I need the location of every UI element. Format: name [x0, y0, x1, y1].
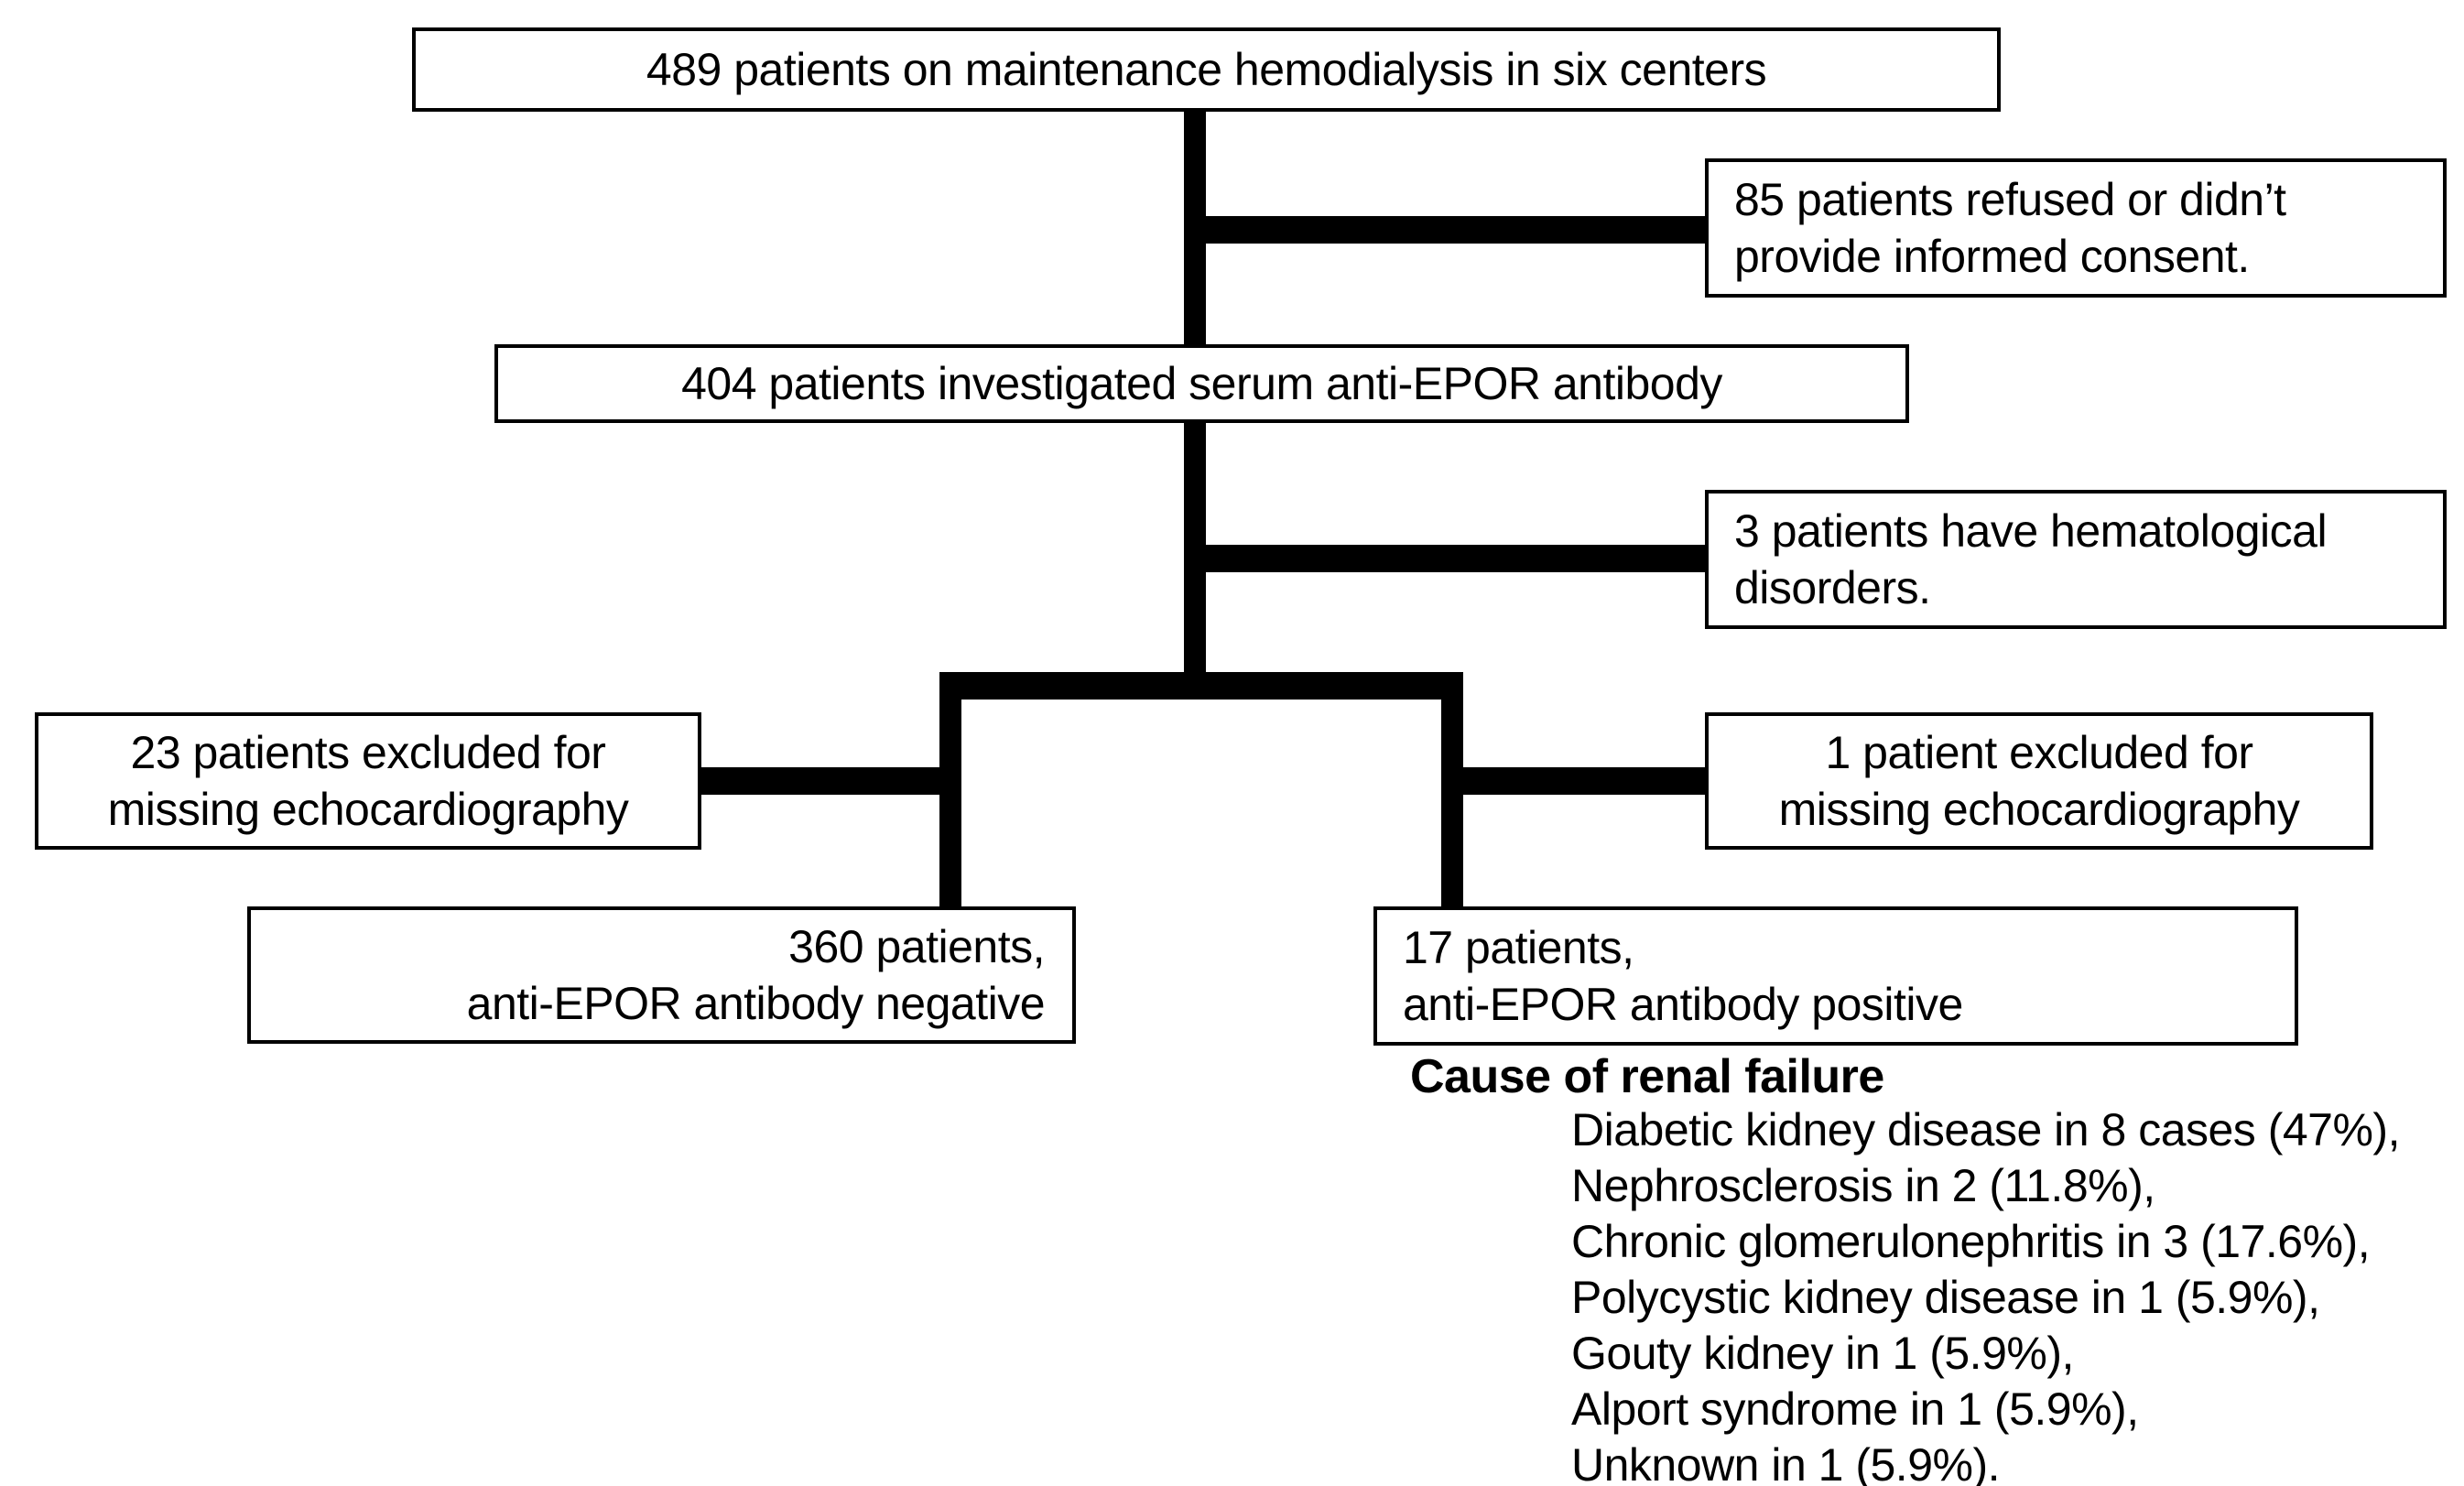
- connector-vertical-left-to-negative: [939, 672, 961, 908]
- cause-item-glomerulonephritis: Chronic glomerulonephritis in 3 (17.6%),: [1571, 1216, 2371, 1267]
- box-refused-consent: 85 patients refused or didn’t provide in…: [1705, 158, 2447, 298]
- cause-item-gouty: Gouty kidney in 1 (5.9%),: [1571, 1328, 2074, 1379]
- box-antibody-positive-line1: 17 patients,: [1403, 922, 1634, 973]
- box-antibody-positive: 17 patients, anti-EPOR antibody positive: [1373, 906, 2298, 1046]
- box-total-patients-text: 489 patients on maintenance hemodialysis…: [646, 44, 1767, 95]
- connector-split-bar: [939, 672, 1463, 700]
- box-excluded-echo-left: 23 patients excluded for missing echocar…: [35, 712, 701, 850]
- box-hematological-disorders-line1: 3 patients have hematological: [1734, 505, 2328, 557]
- connector-branch-excluded-right: [1463, 767, 1705, 795]
- connector-branch-refused: [1195, 216, 1705, 244]
- box-hematological-disorders-line2: disorders.: [1734, 562, 1931, 613]
- box-excluded-echo-right-line1: 1 patient excluded for: [1825, 727, 2253, 778]
- cause-item-nephrosclerosis: Nephrosclerosis in 2 (11.8%),: [1571, 1160, 2155, 1211]
- box-antibody-negative-line1: 360 patients,: [788, 921, 1045, 972]
- box-excluded-echo-right-line2: missing echocardiography: [1778, 784, 2300, 835]
- box-antibody-positive-line2: anti-EPOR antibody positive: [1403, 979, 1963, 1030]
- connector-vertical-right-to-positive: [1441, 672, 1463, 908]
- connector-branch-hematological: [1195, 545, 1705, 572]
- cause-item-unknown: Unknown in 1 (5.9%).: [1571, 1439, 2001, 1486]
- box-excluded-echo-right: 1 patient excluded for missing echocardi…: [1705, 712, 2373, 850]
- cause-item-polycystic: Polycystic kidney disease in 1 (5.9%),: [1571, 1272, 2320, 1323]
- cause-item-diabetic: Diabetic kidney disease in 8 cases (47%)…: [1571, 1104, 2400, 1155]
- box-refused-consent-line1: 85 patients refused or didn’t: [1734, 174, 2286, 225]
- connector-branch-excluded-left: [696, 767, 939, 795]
- box-excluded-echo-left-line1: 23 patients excluded for: [130, 727, 606, 778]
- cause-of-renal-failure-list: Diabetic kidney disease in 8 cases (47%)…: [1571, 1102, 2400, 1486]
- box-antibody-negative-line2: anti-EPOR antibody negative: [466, 978, 1046, 1029]
- box-hematological-disorders: 3 patients have hematological disorders.: [1705, 490, 2447, 629]
- box-excluded-echo-left-line2: missing echocardiography: [107, 784, 629, 835]
- box-refused-consent-line2: provide informed consent.: [1734, 231, 2250, 282]
- cause-item-alport: Alport syndrome in 1 (5.9%),: [1571, 1383, 2139, 1435]
- cause-of-renal-failure-heading: Cause of renal failure: [1410, 1050, 1884, 1103]
- box-antibody-negative: 360 patients, anti-EPOR antibody negativ…: [247, 906, 1076, 1044]
- box-investigated-antibody-text: 404 patients investigated serum anti-EPO…: [681, 358, 1722, 409]
- box-investigated-antibody: 404 patients investigated serum anti-EPO…: [494, 344, 1909, 423]
- box-total-patients: 489 patients on maintenance hemodialysis…: [412, 27, 2001, 112]
